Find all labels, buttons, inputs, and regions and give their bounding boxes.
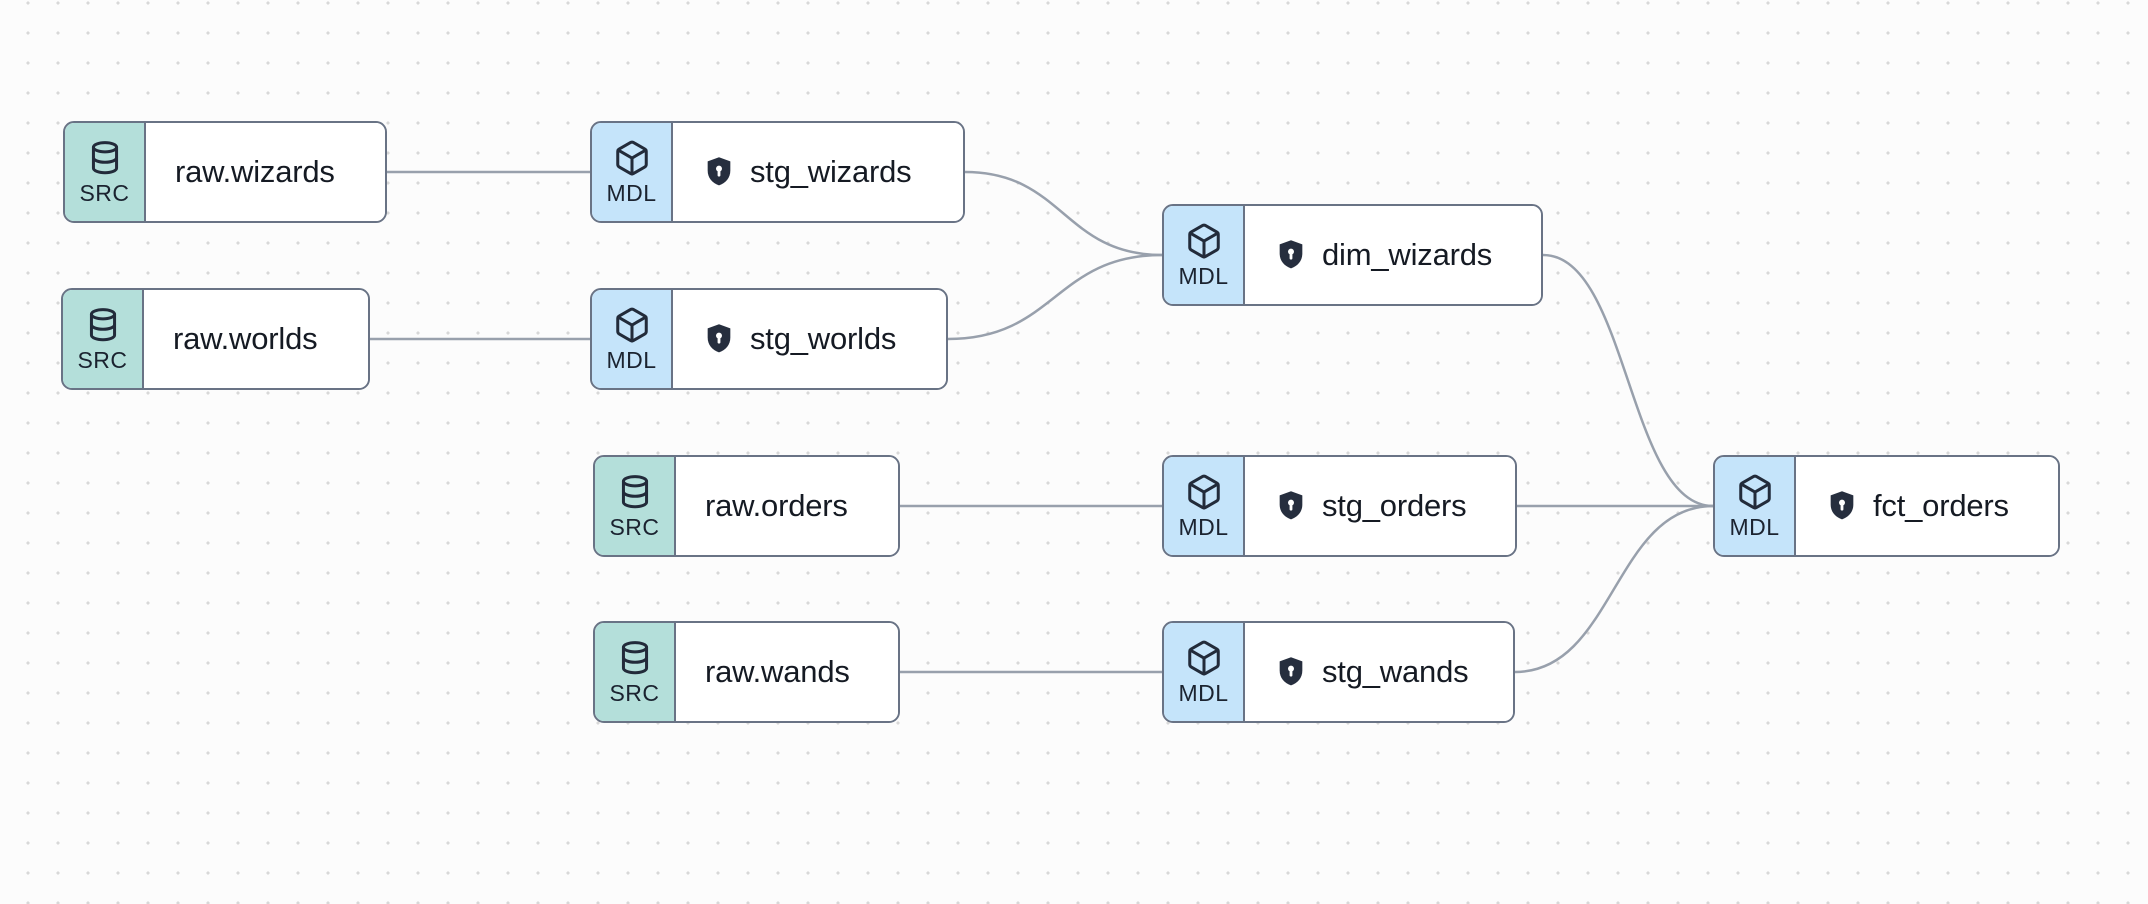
edge-dim_wizards-to-fct_orders xyxy=(1542,253,1714,508)
badge-label: SRC xyxy=(79,180,130,207)
node-type-badge: MDL xyxy=(592,290,673,388)
node-body: raw.wands xyxy=(676,623,898,721)
node-type-badge: MDL xyxy=(592,123,673,221)
node-stg_wands[interactable]: MDL stg_wands xyxy=(1162,621,1515,723)
cube-icon xyxy=(1185,639,1223,677)
badge-label: MDL xyxy=(1729,514,1780,541)
node-type-badge: SRC xyxy=(63,290,144,388)
node-label: dim_wizards xyxy=(1322,237,1493,272)
database-icon xyxy=(616,473,654,511)
node-label: stg_wizards xyxy=(750,154,912,189)
edge-stg_worlds-to-dim_wizards xyxy=(947,253,1163,341)
shield-lock-icon xyxy=(1274,655,1308,689)
node-label: raw.orders xyxy=(705,488,848,523)
cube-icon xyxy=(1736,473,1774,511)
cube-icon xyxy=(613,306,651,344)
node-stg_orders[interactable]: MDL stg_orders xyxy=(1162,455,1517,557)
node-fct_orders[interactable]: MDL fct_orders xyxy=(1713,455,2060,557)
badge-label: MDL xyxy=(1178,263,1229,290)
shield-lock-icon xyxy=(1274,238,1308,272)
node-body: raw.wizards xyxy=(146,123,385,221)
node-type-badge: MDL xyxy=(1164,206,1245,304)
database-icon xyxy=(84,306,122,344)
badge-label: SRC xyxy=(77,347,128,374)
badge-label: MDL xyxy=(606,180,657,207)
node-body: stg_orders xyxy=(1245,457,1515,555)
node-label: fct_orders xyxy=(1873,488,2009,523)
node-stg_wizards[interactable]: MDL stg_wizards xyxy=(590,121,965,223)
node-raw.worlds[interactable]: SRC raw.worlds xyxy=(61,288,370,390)
edge-stg_wizards-to-dim_wizards xyxy=(964,170,1163,257)
node-body: raw.orders xyxy=(676,457,898,555)
node-label: stg_worlds xyxy=(750,321,897,356)
shield-lock-icon xyxy=(702,322,736,356)
node-label: raw.wizards xyxy=(175,154,335,189)
node-body: raw.worlds xyxy=(144,290,368,388)
shield-lock-icon xyxy=(1274,489,1308,523)
node-dim_wizards[interactable]: MDL dim_wizards xyxy=(1162,204,1543,306)
node-body: stg_wands xyxy=(1245,623,1513,721)
node-raw.wands[interactable]: SRC raw.wands xyxy=(593,621,900,723)
cube-icon xyxy=(613,139,651,177)
badge-label: MDL xyxy=(1178,680,1229,707)
node-label: raw.wands xyxy=(705,654,850,689)
badge-label: SRC xyxy=(609,514,660,541)
node-label: raw.worlds xyxy=(173,321,318,356)
badge-label: MDL xyxy=(1178,514,1229,541)
node-body: dim_wizards xyxy=(1245,206,1541,304)
edge-stg_wands-to-fct_orders xyxy=(1514,504,1714,674)
node-type-badge: SRC xyxy=(595,623,676,721)
node-type-badge: SRC xyxy=(65,123,146,221)
database-icon xyxy=(616,639,654,677)
node-type-badge: MDL xyxy=(1164,457,1245,555)
node-type-badge: MDL xyxy=(1715,457,1796,555)
node-raw.orders[interactable]: SRC raw.orders xyxy=(593,455,900,557)
node-body: fct_orders xyxy=(1796,457,2058,555)
database-icon xyxy=(86,139,124,177)
node-type-badge: SRC xyxy=(595,457,676,555)
badge-label: MDL xyxy=(606,347,657,374)
node-label: stg_wands xyxy=(1322,654,1469,689)
shield-lock-icon xyxy=(702,155,736,189)
cube-icon xyxy=(1185,473,1223,511)
node-stg_worlds[interactable]: MDL stg_worlds xyxy=(590,288,948,390)
badge-label: SRC xyxy=(609,680,660,707)
node-label: stg_orders xyxy=(1322,488,1467,523)
node-body: stg_wizards xyxy=(673,123,963,221)
cube-icon xyxy=(1185,222,1223,260)
node-body: stg_worlds xyxy=(673,290,946,388)
node-type-badge: MDL xyxy=(1164,623,1245,721)
node-raw.wizards[interactable]: SRC raw.wizards xyxy=(63,121,387,223)
shield-lock-icon xyxy=(1825,489,1859,523)
